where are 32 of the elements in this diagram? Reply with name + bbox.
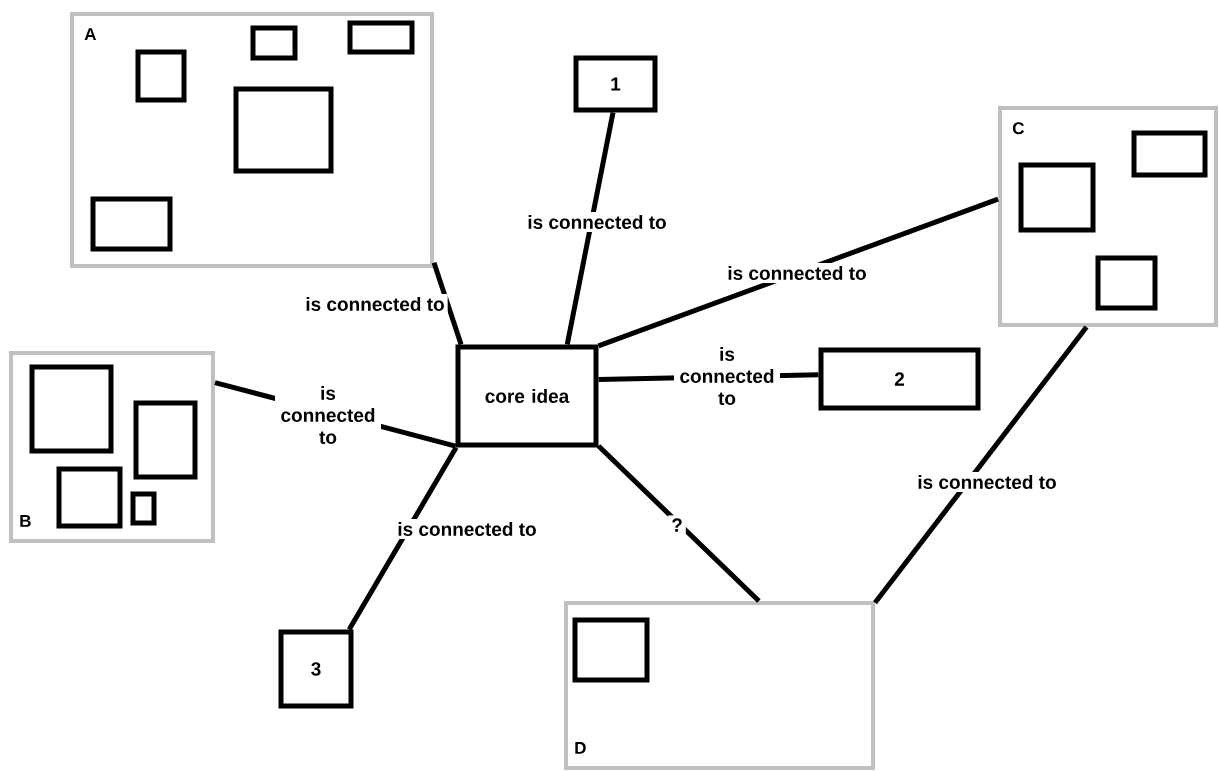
edge-label: is connected to (275, 383, 381, 447)
connector-line (347, 446, 459, 631)
empty-box (135, 49, 187, 103)
connector-line (564, 112, 616, 345)
edge-label: ? (668, 515, 686, 535)
empty-box (347, 20, 415, 55)
edge-label: is connected to (394, 519, 540, 539)
empty-box (133, 400, 198, 480)
empty-box (233, 86, 334, 174)
concept-box: 3 (278, 629, 354, 709)
empty-box (250, 25, 298, 61)
connector-line (597, 196, 999, 349)
empty-box (29, 364, 114, 454)
edge-label: is connected to (724, 263, 870, 283)
connector-line (596, 444, 761, 603)
empty-box (90, 196, 173, 252)
edge-label: is connected to (914, 472, 1060, 492)
concept-box: 1 (573, 55, 658, 113)
empty-box (1131, 130, 1208, 178)
concept-box: core idea (455, 344, 599, 448)
empty-box (56, 466, 123, 529)
group-box: D (564, 601, 875, 770)
empty-box (130, 491, 157, 526)
edge-label: is connected to (524, 212, 670, 232)
connector-line (873, 325, 1089, 605)
edge-label: is connected to (674, 344, 780, 408)
edge-label: is connected to (302, 294, 448, 314)
empty-box (1018, 162, 1096, 233)
empty-box (1095, 255, 1158, 311)
concept-box: 2 (818, 347, 981, 411)
empty-box (572, 617, 650, 683)
connector-line (431, 261, 464, 346)
